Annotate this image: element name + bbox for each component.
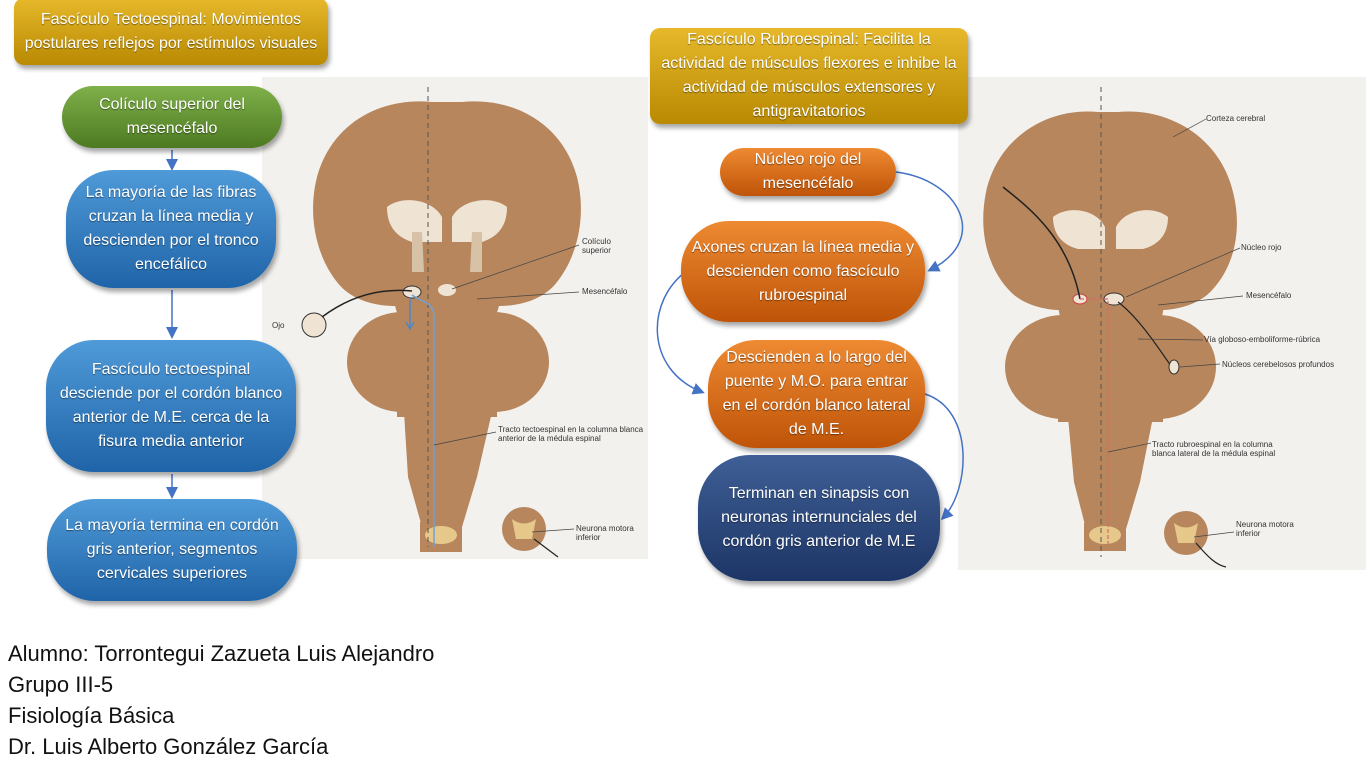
label-nucleos: Núcleos cerebelosos profundos (1222, 360, 1335, 369)
step-coliculo-superior: Colículo superior del mesencéfalo (62, 86, 282, 148)
label-via: Vía globoso-emboliforme-rúbrica (1204, 335, 1321, 344)
label-tracto-tectoespinal: Tracto tectoespinal en la columna blanca… (498, 425, 644, 443)
label-neurona: Neurona motora inferior (1236, 520, 1294, 538)
tectospinal-figure: Colículo superior Mesencéfalo Ojo Tracto… (262, 77, 648, 559)
spinal-cord-shape (404, 412, 492, 527)
group-label: Grupo III-5 (8, 672, 114, 697)
label-mesencefalo: Mesencéfalo (582, 287, 628, 296)
label-mesencefalo: Mesencéfalo (1246, 291, 1292, 300)
cerebrum-shape (983, 111, 1237, 321)
label-ojo: Ojo (272, 321, 285, 330)
rubrospinal-figure: Corteza cerebral Núcleo rojo Mesencéfalo… (958, 77, 1366, 570)
step-fibras-cruzan: La mayoría de las fibras cruzan la línea… (66, 170, 276, 288)
step-axones-cruzan: Axones cruzan la línea media y desciende… (681, 221, 925, 322)
author-info: Alumno: Torrontegui Zazueta Luis Alejand… (8, 638, 434, 762)
rubrospinal-illustration (983, 87, 1244, 568)
tectospinal-illustration (301, 87, 581, 558)
cerebrum-shape (313, 101, 581, 317)
course-label: Fisiología Básica (8, 703, 175, 728)
ventricle-shape (1053, 210, 1105, 249)
colliculus-marker (402, 285, 422, 299)
label-neurona: Neurona motora inferior (576, 524, 634, 542)
step-terminan-sinapsis: Terminan en sinapsis con neuronas intern… (698, 455, 940, 581)
step-nucleo-rojo: Núcleo rojo del mesencéfalo (720, 148, 896, 196)
step-fasciculo-desciende: Fascículo tectoespinal desciende por el … (46, 340, 296, 472)
label-coliculo: Colículo superior (582, 237, 611, 255)
teacher-label: Dr. Luis Alberto González García (8, 734, 329, 759)
eye-shape (301, 312, 327, 338)
author-name: Alumno: Torrontegui Zazueta Luis Alejand… (8, 641, 435, 666)
midbrain-shape (394, 277, 500, 322)
label-tracto-rubroespinal: Tracto rubroespinal en la columna blanca… (1152, 440, 1276, 458)
ventricle-shape (1116, 210, 1168, 249)
ventricle-shape (452, 200, 507, 242)
spinal-cord-shape (1068, 417, 1153, 529)
step-termina-cordon-gris: La mayoría termina en cordón gris anteri… (47, 499, 297, 601)
label-nucleo-rojo: Núcleo rojo (1241, 243, 1282, 252)
label-corteza: Corteza cerebral (1206, 114, 1266, 123)
tectospinal-title: Fascículo Tectoespinal: Movimientos post… (14, 0, 328, 65)
step-descienden-puente: Descienden a lo largo del puente y M.O. … (708, 340, 925, 448)
rubrospinal-title: Fascículo Rubroespinal: Facilita la acti… (650, 28, 968, 124)
